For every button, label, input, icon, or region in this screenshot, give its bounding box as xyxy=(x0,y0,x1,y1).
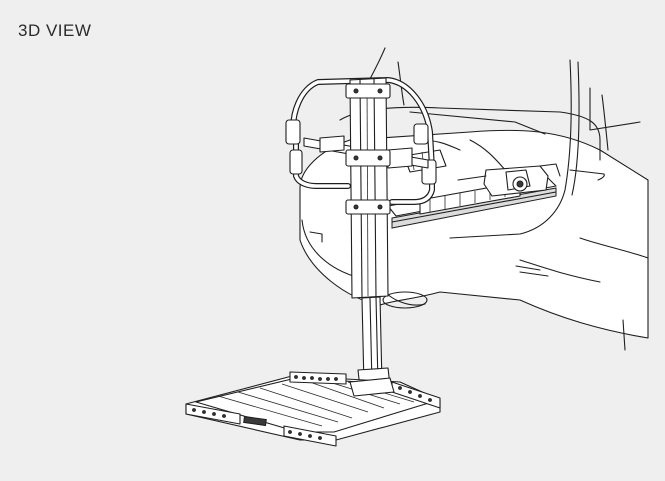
vertical-mast xyxy=(345,77,391,389)
view-title: 3D VIEW xyxy=(18,21,92,40)
lift-platform xyxy=(185,371,441,447)
platform-bolts xyxy=(192,375,432,440)
slide-rail-assembly xyxy=(387,149,561,229)
